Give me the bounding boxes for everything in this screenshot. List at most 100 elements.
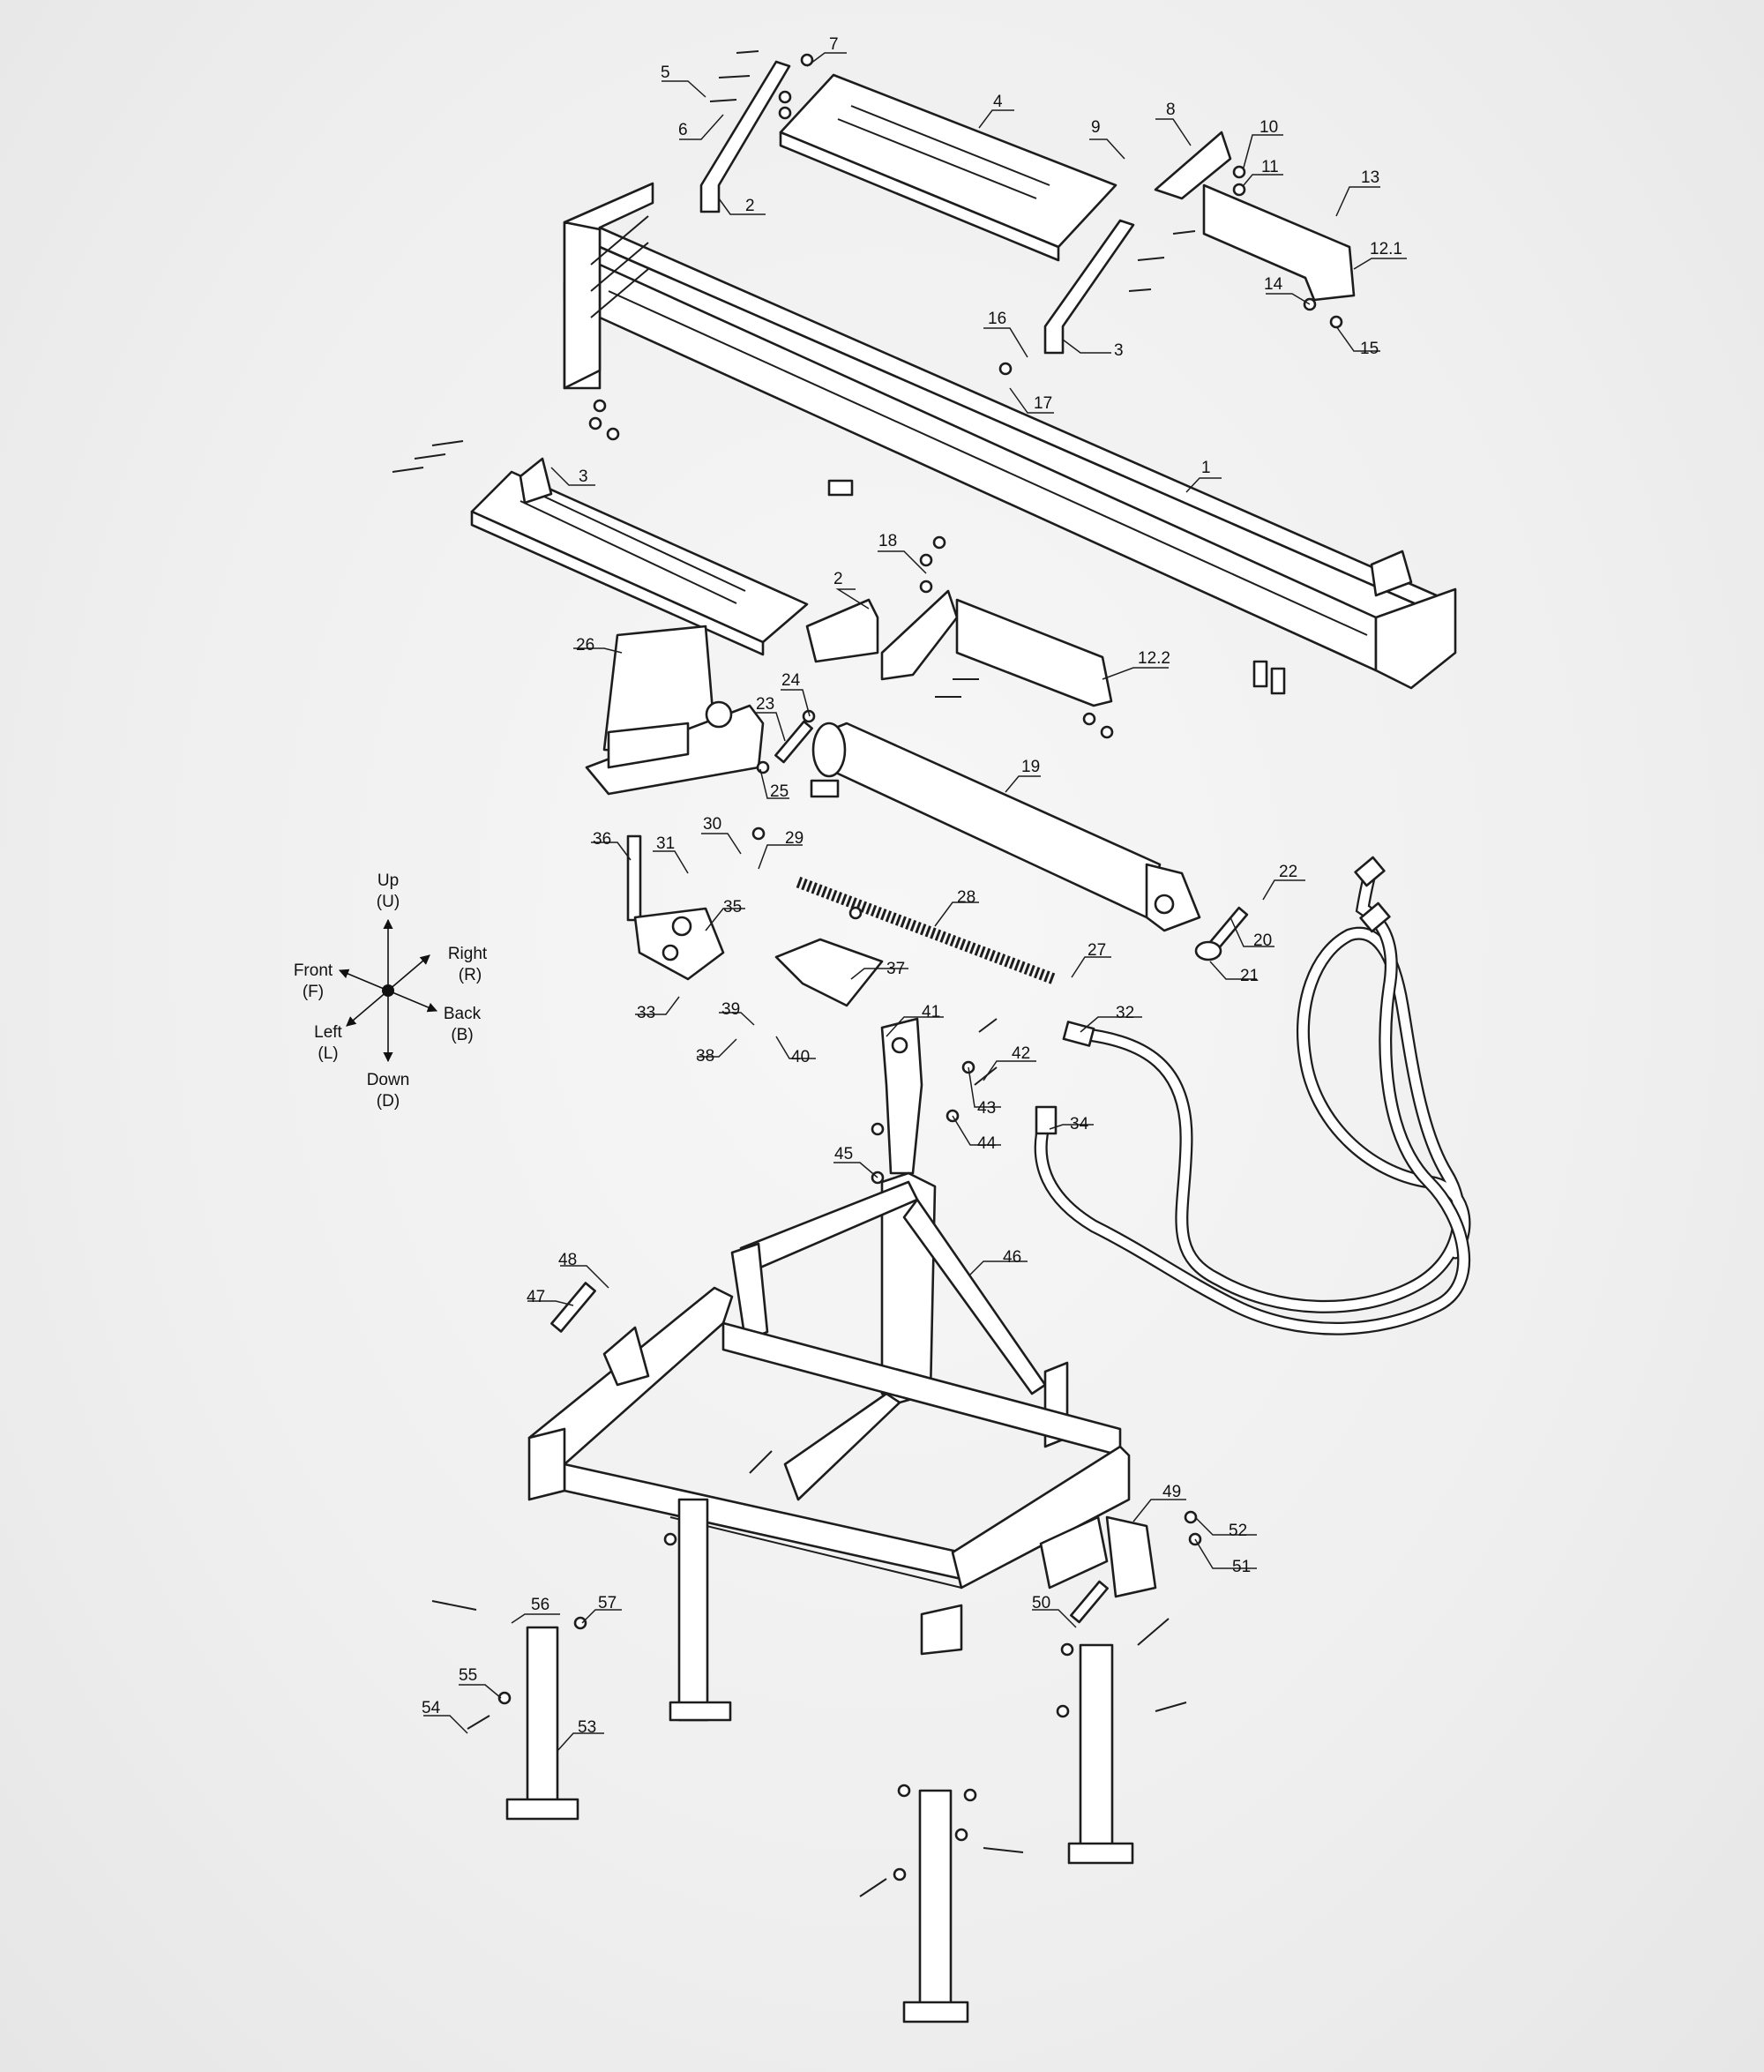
label-8-text: 8 bbox=[1166, 101, 1176, 119]
hydraulic-hoses bbox=[1034, 856, 1471, 1335]
label-19-text: 19 bbox=[1021, 758, 1040, 776]
label-11-text: 11 bbox=[1261, 158, 1279, 176]
compass-back-label: Back bbox=[444, 1005, 482, 1023]
label-50: 50 bbox=[1032, 1594, 1077, 1628]
label-26: 26 bbox=[573, 636, 623, 655]
compass-left-label: Left bbox=[314, 1023, 342, 1042]
label-40-text: 40 bbox=[791, 1048, 810, 1066]
label-13: 13 bbox=[1335, 168, 1380, 217]
label-2b: 2 bbox=[833, 570, 870, 610]
label-12-2-text: 12.2 bbox=[1138, 649, 1170, 668]
label-44-text: 44 bbox=[977, 1134, 997, 1153]
label-18-text: 18 bbox=[878, 532, 897, 550]
label-22: 22 bbox=[1262, 863, 1305, 901]
label-6-text: 6 bbox=[678, 121, 688, 139]
label-43: 43 bbox=[968, 1066, 1001, 1118]
label-30-text: 30 bbox=[703, 815, 721, 834]
label-22-text: 22 bbox=[1279, 863, 1297, 881]
label-48-text: 48 bbox=[558, 1251, 577, 1269]
label-27-text: 27 bbox=[1088, 941, 1106, 960]
label-26-text: 26 bbox=[576, 636, 594, 655]
label-34-text: 34 bbox=[1070, 1115, 1089, 1133]
label-20: 20 bbox=[1230, 916, 1274, 950]
compass-back-abbr: (B) bbox=[451, 1026, 473, 1044]
label-15: 15 bbox=[1335, 325, 1380, 358]
label-45-text: 45 bbox=[834, 1145, 853, 1163]
compass-front-label: Front bbox=[294, 961, 333, 980]
label-47-text: 47 bbox=[527, 1288, 545, 1306]
label-53-text: 53 bbox=[578, 1718, 596, 1737]
label-29-text: 29 bbox=[785, 829, 804, 848]
label-10-text: 10 bbox=[1259, 118, 1278, 137]
label-10: 10 bbox=[1243, 118, 1283, 168]
label-2a: 2 bbox=[718, 197, 766, 215]
label-54-text: 54 bbox=[422, 1699, 441, 1717]
label-31: 31 bbox=[653, 834, 689, 874]
label-39: 39 bbox=[719, 1000, 755, 1026]
compass-up-label: Up bbox=[377, 871, 399, 890]
label-27: 27 bbox=[1071, 941, 1111, 978]
part-28-hose bbox=[796, 876, 1057, 985]
label-38: 38 bbox=[696, 1038, 737, 1066]
label-44: 44 bbox=[952, 1115, 1001, 1153]
label-9-text: 9 bbox=[1091, 118, 1101, 137]
label-5-text: 5 bbox=[661, 64, 670, 82]
label-3a: 3 bbox=[1062, 339, 1124, 360]
label-47: 47 bbox=[527, 1288, 574, 1306]
compass-down-label: Down bbox=[367, 1071, 410, 1089]
bolts-and-nuts bbox=[392, 50, 1196, 1897]
label-45: 45 bbox=[833, 1145, 878, 1178]
label-3a-text: 3 bbox=[1114, 341, 1124, 360]
label-49: 49 bbox=[1132, 1483, 1186, 1522]
brackets bbox=[519, 60, 1356, 707]
label-33-text: 33 bbox=[637, 1004, 655, 1022]
valve-assembly bbox=[626, 834, 884, 1007]
pins bbox=[550, 720, 1249, 1624]
part-labels: 1 2 2 3 3 4 5 6 7 8 9 10 11 12.1 12.2 13… bbox=[422, 35, 1407, 1752]
label-9: 9 bbox=[1089, 118, 1125, 160]
label-30: 30 bbox=[701, 815, 742, 855]
label-20-text: 20 bbox=[1253, 931, 1272, 950]
label-1: 1 bbox=[1185, 459, 1222, 493]
label-40: 40 bbox=[775, 1036, 816, 1066]
label-12-1: 12.1 bbox=[1353, 240, 1407, 270]
compass-left-abbr: (L) bbox=[318, 1044, 338, 1063]
label-7: 7 bbox=[806, 35, 847, 67]
direction-compass: Up (U) Right (R) Front (F) Left (L) Back… bbox=[294, 871, 488, 1111]
label-5: 5 bbox=[661, 64, 706, 98]
label-31-text: 31 bbox=[656, 834, 675, 853]
wedge-slots bbox=[590, 215, 649, 318]
label-35-text: 35 bbox=[723, 898, 742, 916]
label-35: 35 bbox=[705, 898, 745, 931]
part-46-frame bbox=[527, 1171, 1131, 1656]
label-33: 33 bbox=[635, 996, 680, 1022]
label-49-text: 49 bbox=[1162, 1483, 1181, 1501]
label-21: 21 bbox=[1209, 961, 1259, 985]
part-19-cylinder bbox=[810, 722, 1201, 932]
label-32: 32 bbox=[1080, 1004, 1142, 1033]
label-17-text: 17 bbox=[1034, 394, 1052, 413]
label-16: 16 bbox=[983, 310, 1028, 358]
label-54: 54 bbox=[422, 1699, 468, 1734]
label-53: 53 bbox=[557, 1718, 604, 1752]
label-25: 25 bbox=[759, 768, 789, 801]
label-17: 17 bbox=[1009, 387, 1054, 414]
label-55-text: 55 bbox=[459, 1666, 477, 1685]
label-23-text: 23 bbox=[756, 695, 774, 714]
label-42-text: 42 bbox=[1012, 1044, 1030, 1063]
label-23: 23 bbox=[754, 695, 786, 742]
label-56-text: 56 bbox=[531, 1596, 549, 1614]
label-28: 28 bbox=[934, 888, 979, 927]
label-56: 56 bbox=[511, 1596, 560, 1624]
label-2a-text: 2 bbox=[745, 197, 755, 215]
label-3b-text: 3 bbox=[579, 468, 588, 486]
label-12-1-text: 12.1 bbox=[1370, 240, 1402, 258]
compass-right-label: Right bbox=[448, 945, 488, 963]
label-52-text: 52 bbox=[1229, 1522, 1247, 1540]
label-3b: 3 bbox=[550, 467, 595, 486]
support-legs bbox=[505, 1498, 1134, 2023]
compass-up-abbr: (U) bbox=[377, 893, 400, 911]
label-24-text: 24 bbox=[781, 671, 801, 690]
label-50-text: 50 bbox=[1032, 1594, 1050, 1612]
